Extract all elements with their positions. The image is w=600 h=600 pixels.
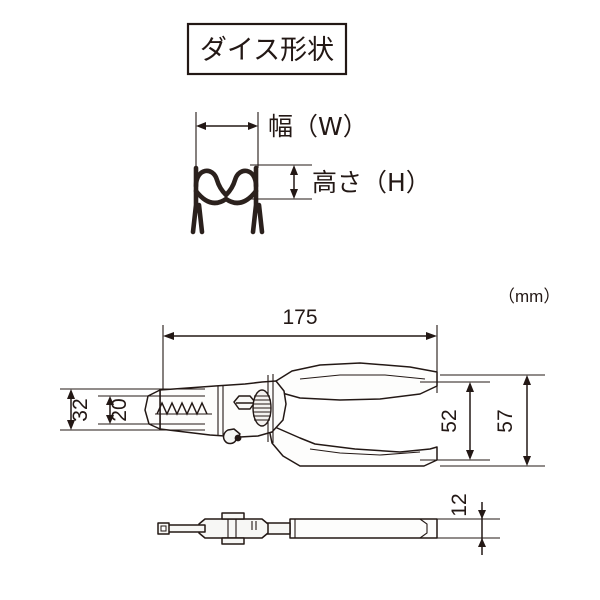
thickness-dimension: 12 <box>430 493 500 555</box>
overall-length-value: 175 <box>282 306 317 329</box>
overall-length-dimension: 175 <box>162 306 438 393</box>
die-width-dimension-arrow <box>196 122 258 130</box>
latch-hook <box>222 428 242 445</box>
edge-screw-boss <box>198 512 269 545</box>
handle-open-height-dimension: 52 <box>420 381 490 461</box>
jaw-outer-dimension: 32 <box>60 388 205 431</box>
die-height-label: 高さ（H） <box>312 168 431 197</box>
unit-label: （mm） <box>498 287 560 306</box>
lower-handle-contour <box>309 448 421 456</box>
jaw-inner-dimension: 20 <box>98 395 205 425</box>
title-box: ダイス形状 <box>186 22 348 76</box>
pliers-edge-view: 12 <box>157 493 500 555</box>
die-width-label: 幅（W） <box>268 112 368 141</box>
lower-handle <box>267 423 438 467</box>
edge-tip <box>157 522 170 535</box>
die-crimp-profile <box>190 165 265 235</box>
die-shape-diagram: 幅（W） 高さ（H） <box>190 112 431 235</box>
thickness-value: 12 <box>448 493 471 516</box>
overall-height-dimension: 57 <box>440 374 545 467</box>
jaw-inner-value: 20 <box>108 398 131 421</box>
die-height-dimension-arrow <box>290 165 298 199</box>
crimping-teeth <box>155 401 212 416</box>
upper-handle-contour <box>299 374 426 380</box>
handle-open-height-value: 52 <box>438 409 461 432</box>
edge-handle <box>289 518 438 539</box>
pliers-side-view: 175 <box>60 306 545 467</box>
knurled-adjuster <box>252 389 272 427</box>
jaw-tip <box>144 389 161 430</box>
edge-handle-end <box>419 518 428 539</box>
jaw-outer-value: 32 <box>69 398 92 421</box>
title-box-label: ダイス形状 <box>200 35 334 66</box>
edge-blade <box>167 524 206 533</box>
overall-height-value: 57 <box>494 409 517 432</box>
hex-screw <box>233 395 256 410</box>
latch-pin <box>234 434 242 442</box>
upper-handle <box>275 362 438 401</box>
